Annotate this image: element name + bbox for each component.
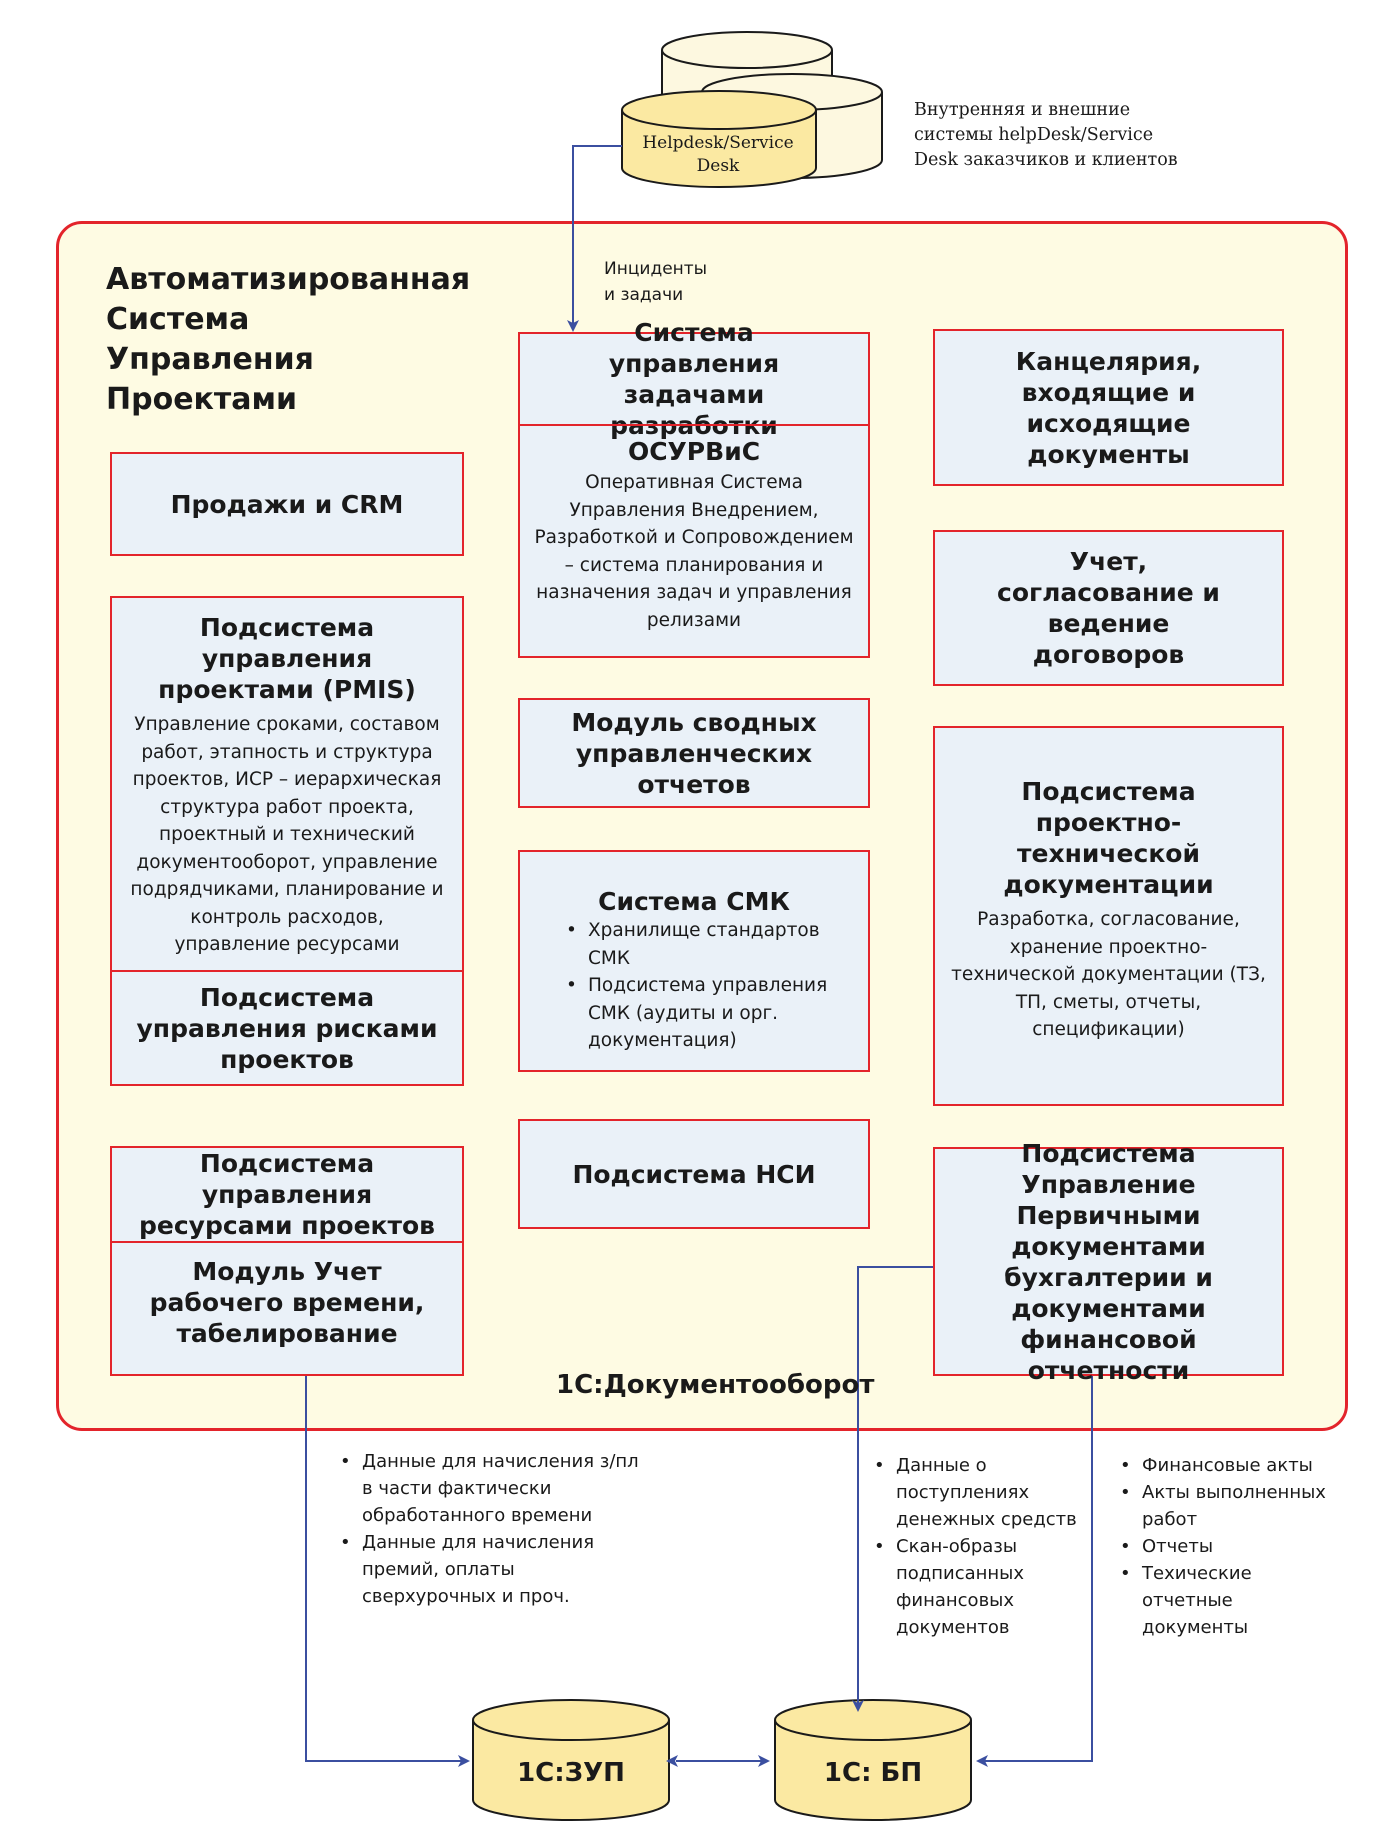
fin-data-item: Акты выполненных работ [1120, 1479, 1342, 1533]
box-title: Учет, согласование и ведение договоров [997, 547, 1220, 669]
box-divider [112, 1241, 462, 1243]
helpdesk-note-line: Desk заказчиков и клиентов [914, 150, 1178, 170]
box-divider [520, 424, 868, 426]
zup-data-list: Данные для начисления з/пл в части факти… [338, 1448, 652, 1610]
helpdesk-db-front [621, 90, 817, 188]
osurvis-section: ОСУРВиС Оперативная Система Управления В… [520, 426, 868, 634]
box-contracts: Учет, согласование и ведение договоров [933, 530, 1284, 686]
bp-data-item: Данные о поступлениях денежных средств [874, 1452, 1096, 1533]
system-title-line: Система [106, 302, 250, 337]
box-title: Подсистема НСИ [572, 1159, 816, 1189]
fin-data-item: Финансовые акты [1120, 1452, 1342, 1479]
box-desc: Оперативная Система Управления Внедрение… [534, 472, 854, 631]
fin-data-list: Финансовые акты Акты выполненных работ О… [1118, 1452, 1342, 1641]
box-desc: Разработка, согласование, хранение проек… [951, 909, 1266, 1040]
timesheet-section: Модуль Учет рабочего времени, табелирова… [112, 1243, 462, 1374]
zup-db-label: 1С:ЗУП [517, 1758, 625, 1788]
system-title: Автоматизированная Система Управления Пр… [106, 260, 470, 420]
box-summary-reports: Модуль сводных управленческих отчетов [518, 698, 870, 808]
zup-data-item: Данные для начисления премий, оплаты све… [340, 1529, 652, 1610]
box-primary-docs: Подсистема Управление Первичными докумен… [933, 1139, 1284, 1385]
box-resources-timesheet: Подсистема управления ресурсами проектов… [110, 1146, 464, 1376]
box-ptd: Подсистема проектно-технической документ… [933, 726, 1284, 1106]
incidents-label-line: и задачи [604, 285, 684, 305]
box-divider [112, 970, 462, 972]
smk-list: Хранилище стандартов СМК Подсистема упра… [564, 917, 868, 1055]
box-sales-crm: Продажи и CRM [110, 452, 464, 556]
box-desc: Управление сроками, составом работ, этап… [130, 714, 444, 955]
box-title: ОСУРВиС [627, 437, 761, 466]
box-smk: Система СМК Хранилище стандартов СМК Под… [518, 850, 870, 1072]
box-title: Подсистема проектно-технической документ… [1003, 777, 1214, 899]
helpdesk-note-line: системы helpDesk/Service [914, 125, 1154, 145]
bp-data-list: Данные о поступлениях денежных средств С… [872, 1452, 1096, 1641]
devtasks-section: Система управления задачами разработки [520, 318, 868, 440]
box-title: Система управления задачами разработки [608, 318, 780, 440]
risks-section: Подсистема управления рисками проектов [112, 972, 462, 1084]
zup-data-item: Данные для начисления з/пл в части факти… [340, 1448, 652, 1529]
helpdesk-note-line: Внутренняя и внешние [914, 100, 1131, 120]
incidents-label-line: Инциденты [604, 259, 708, 279]
box-title: Подсистема управления рисками проектов [136, 982, 438, 1074]
box-title: Подсистема Управление Первичными докумен… [1004, 1138, 1213, 1385]
arrow-helpdesk-to-devtasks [567, 145, 622, 332]
box-title: Подсистема управления ресурсами проектов [139, 1149, 435, 1240]
smk-list-item: Подсистема управления СМК (аудиты и орг.… [566, 972, 842, 1055]
helpdesk-db-label: Helpdesk/Service Desk [642, 133, 794, 176]
zup-db-cylinder [472, 1699, 670, 1821]
smk-list-item: Хранилище стандартов СМК [566, 917, 842, 972]
incidents-label: Инциденты и задачи [604, 256, 707, 308]
bp-db-cylinder [774, 1699, 972, 1821]
system-title-line: Автоматизированная [106, 262, 471, 297]
box-office-docs: Канцелярия, входящие и исходящие докумен… [933, 329, 1284, 486]
pmis-section: Подсистема управления проектами (PMIS) У… [112, 598, 462, 970]
box-title: Система СМК [598, 887, 790, 916]
box-title: Модуль сводных управленческих отчетов [571, 707, 817, 799]
box-title: Модуль Учет рабочего времени, табелирова… [149, 1257, 425, 1348]
box-devtasks-osurvis: Система управления задачами разработки О… [518, 318, 870, 658]
arrow-primary-to-bp [852, 1266, 935, 1712]
helpdesk-note: Внутренняя и внешние системы helpDesk/Se… [914, 98, 1194, 173]
box-title: Подсистема управления проектами (PMIS) [158, 613, 416, 704]
resources-section: Подсистема управления ресурсами проектов [112, 1148, 462, 1241]
box-pmis-risks: Подсистема управления проектами (PMIS) У… [110, 596, 464, 1086]
bp-db-label: 1С: БП [823, 1758, 923, 1788]
docflow-label: 1С:Документооборот [556, 1370, 875, 1400]
arrow-timesheet-to-zup [305, 1376, 470, 1767]
box-title: Канцелярия, входящие и исходящие докумен… [1015, 346, 1202, 469]
fin-data-item: Отчеты [1120, 1533, 1342, 1560]
system-title-line: Проектами [106, 382, 298, 417]
system-title-line: Управления [106, 342, 314, 377]
fin-data-item: Техические отчетные документы [1120, 1560, 1342, 1641]
bp-data-item: Скан-образы подписанных финансовых докум… [874, 1533, 1096, 1641]
box-title: Продажи и CRM [170, 489, 404, 519]
box-nsi: Подсистема НСИ [518, 1119, 870, 1229]
